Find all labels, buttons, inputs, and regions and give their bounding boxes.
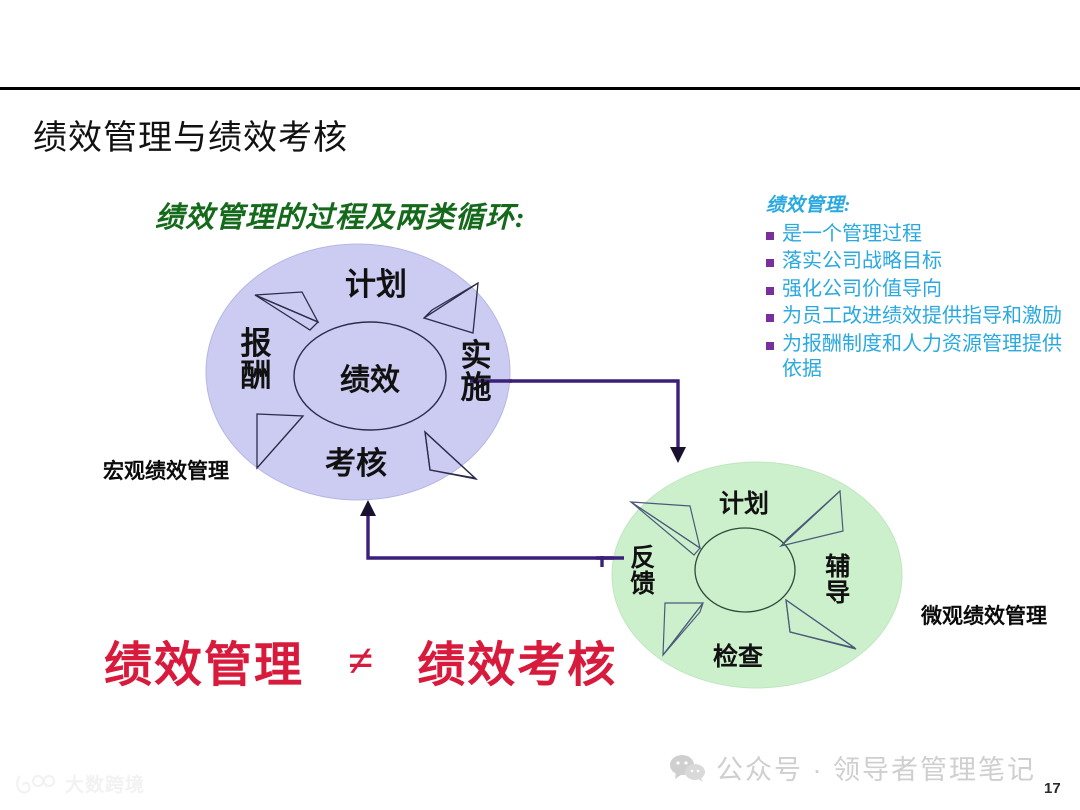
connector-micro-to-macro-visible [366, 516, 614, 560]
square-bullet-icon [766, 259, 774, 268]
equation-left-term: 绩效管理 [104, 639, 305, 692]
macro-label-left: 报酬 [240, 326, 272, 394]
page-title: 绩效管理与绩效考核 [33, 120, 348, 157]
square-bullet-icon [766, 314, 774, 323]
connector-micro-to-macro-arrowhead [360, 500, 376, 516]
macro-cycle-caption: 宏观绩效管理 [103, 460, 229, 483]
header-divider [0, 87, 1080, 90]
page-number: 17 [1044, 780, 1061, 797]
section-subtitle: 绩效管理的过程及两类循环: [155, 202, 526, 234]
square-bullet-icon [766, 232, 774, 240]
equation-not-equal-icon: ≠ [348, 634, 374, 686]
wechat-watermark-text: 公众号 · 领导者管理笔记 [716, 755, 1036, 785]
micro-wedge-upper-right-tail [780, 490, 841, 547]
equation-right-term: 绩效考核 [417, 639, 618, 692]
brand-watermark-text: 大数跨境 [65, 775, 146, 796]
list-item: 强化公司价值导向 [766, 277, 1066, 302]
macro-wedge-upper-right-tail [423, 282, 479, 319]
list-item: 落实公司战略目标 [766, 249, 1066, 274]
micro-label-right: 辅导 [825, 554, 851, 607]
brand-watermark: 大数跨境 [14, 770, 145, 797]
wechat-icon [670, 754, 705, 782]
square-bullet-icon [766, 286, 774, 295]
bullet-text: 是一个管理过程 [782, 223, 922, 245]
micro-cycle-caption: 微观绩效管理 [921, 605, 1047, 628]
definition-panel: 绩效管理: 是一个管理过程 落实公司战略目标 强化公司价值导向 为员工改进绩效提… [766, 190, 1066, 384]
bullet-text: 落实公司战略目标 [782, 250, 942, 273]
micro-label-bottom: 检查 [713, 644, 764, 671]
bullet-text: 为员工改进绩效提供指导和激励 [782, 305, 1062, 328]
conclusion-equation: 绩效管理 ≠ 绩效考核 [104, 625, 617, 695]
list-item: 是一个管理过程 [766, 222, 1066, 247]
micro-inner-ellipse [694, 527, 796, 613]
definition-panel-heading: 绩效管理: [766, 195, 851, 216]
list-item: 为报酬制度和人力资源管理提供依据 [766, 332, 1066, 383]
macro-label-bottom: 考核 [325, 446, 387, 481]
bullet-text: 为报酬制度和人力资源管理提供依据 [782, 332, 1062, 380]
connector-macro-to-micro-arrowhead [670, 447, 686, 463]
macro-label-top: 计划 [345, 267, 407, 302]
macro-wedge-upper-left-tail [254, 294, 320, 331]
wechat-watermark: 公众号 · 领导者管理笔记 [668, 748, 1036, 787]
brand-logo-icon [16, 774, 56, 794]
micro-label-left: 反馈 [630, 545, 656, 598]
macro-wedge-lower-left-tail [256, 415, 304, 469]
macro-label-center: 绩效 [340, 364, 400, 397]
connector-macro-to-micro [509, 379, 680, 447]
bullet-text: 强化公司价值导向 [782, 277, 942, 300]
micro-wedge-lower-right-tail [785, 598, 857, 650]
micro-label-top: 计划 [719, 491, 770, 518]
micro-wedge-lower-left-tail [662, 602, 704, 656]
micro-wedge-upper-left-tail [630, 501, 701, 556]
list-item: 为员工改进绩效提供指导和激励 [766, 304, 1066, 329]
definition-bullet-list: 是一个管理过程 落实公司战略目标 强化公司价值导向 为员工改进绩效提供指导和激励… [766, 222, 1066, 382]
square-bullet-icon [766, 341, 774, 350]
macro-inner-ellipse [293, 321, 447, 431]
macro-wedge-lower-right-tail [424, 430, 479, 481]
macro-label-right: 实施 [460, 338, 492, 406]
